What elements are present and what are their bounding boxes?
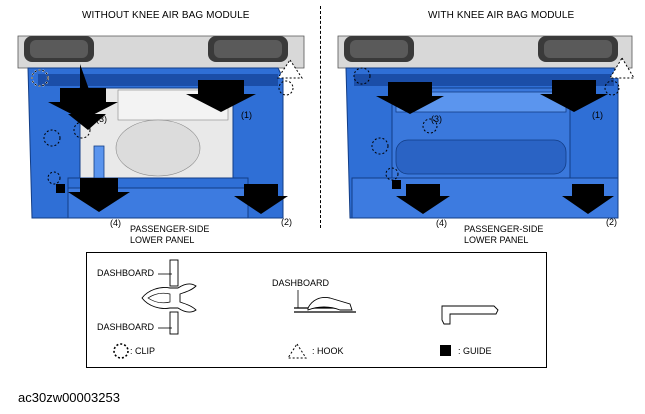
legend-hook-label: : HOOK [312,346,344,356]
left-panel-label: PASSENGER-SIDE LOWER PANEL [130,224,209,246]
right-panel-label: PASSENGER-SIDE LOWER PANEL [464,224,543,246]
legend-dashboard-bottom-label: DASHBOARD [97,322,155,332]
left-panel-label-line2: LOWER PANEL [130,235,195,245]
legend-dashboard-top-label: DASHBOARD [97,268,155,278]
figure-code: ac30zw00003253 [18,390,120,405]
left-callout-1: (1) [241,110,252,120]
leader-line-dashboard-bottom [158,327,172,329]
right-callout-4: (4) [436,218,447,228]
leader-line-dashboard-top [158,273,172,275]
right-callout-3: (3) [431,114,442,124]
guide-cross-section [441,305,499,325]
left-callout-3: (3) [96,114,107,124]
right-callout-1: (1) [592,110,603,120]
legend-guide-label: : GUIDE [458,346,492,356]
right-illustration [332,28,638,228]
legend-clip-label: : CLIP [130,346,156,356]
left-callout-2: (2) [281,217,292,227]
guide-symbol-icon [440,345,451,356]
clip-symbol-icon [113,343,129,359]
legend-dashboard-mid-label: DASHBOARD [272,278,330,288]
left-illustration [8,28,314,228]
right-panel-label-line1: PASSENGER-SIDE [464,224,544,234]
right-panel-label-line2: LOWER PANEL [464,235,529,245]
right-callout-2: (2) [606,217,617,227]
left-panel-label-line1: PASSENGER-SIDE [130,224,210,234]
clip-cross-section [141,259,197,335]
left-figure-title: WITHOUT KNEE AIR BAG MODULE [82,10,250,21]
legend-box [86,252,547,368]
hook-cross-section [294,290,356,313]
figure-divider [320,6,321,228]
left-callout-4: (4) [110,218,121,228]
right-figure-title: WITH KNEE AIR BAG MODULE [428,10,575,21]
hook-symbol-icon [287,343,307,359]
